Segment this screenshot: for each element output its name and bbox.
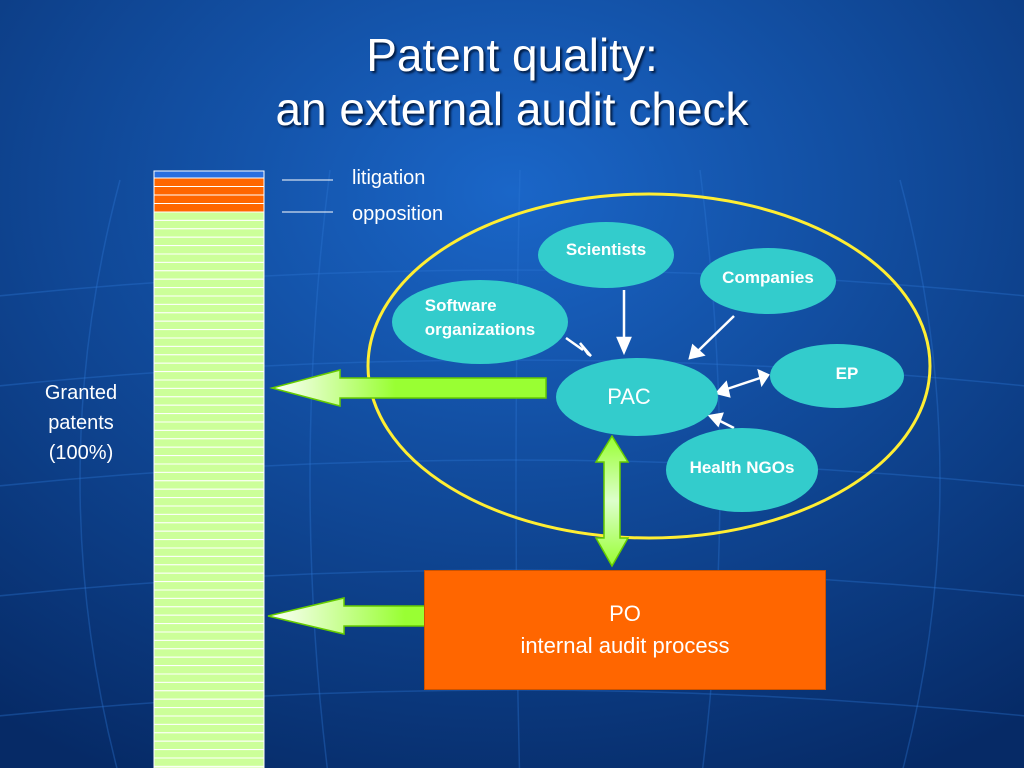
bar-segment-granted [154, 523, 264, 531]
bar-segment-granted [154, 439, 264, 447]
bar-segment-opposition [154, 187, 264, 196]
bar-segment-granted [154, 355, 264, 363]
bar-segment-granted [154, 750, 264, 758]
bar-segment-granted [154, 573, 264, 581]
legend-opposition: opposition [352, 202, 443, 226]
bar-segment-granted [154, 674, 264, 682]
bar-segment-granted [154, 540, 264, 548]
bar-segment-granted [154, 615, 264, 623]
node-companies: Companies [700, 248, 836, 314]
bar-segment-granted [154, 237, 264, 245]
bar-segment-granted [154, 346, 264, 354]
bar-segment-granted [154, 405, 264, 413]
node-ep-label: EP [836, 362, 859, 386]
node-scientists: Scientists [538, 222, 674, 288]
bar-segment-granted [154, 489, 264, 497]
bar-segment-granted [154, 758, 264, 766]
bar-segment-granted [154, 380, 264, 388]
bar-segment-granted [154, 321, 264, 329]
bar-segment-granted [154, 691, 264, 699]
bar-segment-granted [154, 372, 264, 380]
bar-segment-granted [154, 632, 264, 640]
bar-segment-granted [154, 582, 264, 590]
bar-segment-granted [154, 481, 264, 489]
po-label: PO [425, 598, 825, 630]
bar-segment-granted [154, 397, 264, 405]
node-software-organizations: Software organizations [392, 280, 568, 364]
bar-segment-granted [154, 607, 264, 615]
bar-segment-granted [154, 338, 264, 346]
bar-segment-opposition [154, 178, 264, 187]
bar-segment-granted [154, 279, 264, 287]
granted-patents-bar [154, 171, 264, 768]
bar-segment-granted [154, 514, 264, 522]
node-health-ngos: Health NGOs [666, 428, 818, 512]
bar-segment-granted [154, 598, 264, 606]
bar-segment-granted [154, 212, 264, 220]
title-line-2: an external audit check [0, 82, 1024, 136]
bar-segment-granted [154, 624, 264, 632]
granted-label-line-3: (100%) [20, 438, 142, 468]
bar-segment-opposition [154, 204, 264, 213]
node-pac-label: PAC [607, 384, 651, 410]
po-internal-audit-box: PO internal audit process [424, 570, 826, 690]
node-ep: EP [770, 344, 904, 408]
bar-segment-granted [154, 464, 264, 472]
bar-segment-granted [154, 304, 264, 312]
title-line-1: Patent quality: [0, 28, 1024, 82]
bar-segment-granted [154, 330, 264, 338]
bar-segment-granted [154, 271, 264, 279]
bar-segment-granted [154, 430, 264, 438]
bar-segment-granted [154, 556, 264, 564]
bar-segment-granted [154, 708, 264, 716]
bar-segment-granted [154, 363, 264, 371]
bar-segment-granted [154, 229, 264, 237]
bar-segment-granted [154, 565, 264, 573]
bar-segment-granted [154, 724, 264, 732]
bar-segment-granted [154, 220, 264, 228]
bar-segment-granted [154, 288, 264, 296]
node-scientists-label: Scientists [566, 238, 646, 262]
bar-segment-granted [154, 456, 264, 464]
bar-segment-granted [154, 733, 264, 741]
granted-patents-label: Granted patents (100%) [20, 378, 142, 468]
granted-label-line-2: patents [20, 408, 142, 438]
bar-segment-granted [154, 548, 264, 556]
bar-segment-granted [154, 447, 264, 455]
granted-label-line-1: Granted [20, 378, 142, 408]
po-sublabel: internal audit process [425, 630, 825, 662]
bar-segment-granted [154, 716, 264, 724]
bar-segment-granted [154, 254, 264, 262]
node-companies-label: Companies [722, 266, 814, 290]
node-software-line-1: Software [425, 294, 536, 318]
bar-segment-granted [154, 296, 264, 304]
node-health-label: Health NGOs [690, 456, 795, 480]
bar-segment-litigation [154, 171, 264, 178]
bar-segment-granted [154, 498, 264, 506]
bar-segment-granted [154, 590, 264, 598]
bar-segment-granted [154, 531, 264, 539]
bar-segment-granted [154, 741, 264, 749]
bar-segment-granted [154, 422, 264, 430]
bar-segment-granted [154, 472, 264, 480]
bar-segment-granted [154, 313, 264, 321]
legend-litigation: litigation [352, 166, 425, 190]
bar-segment-opposition [154, 195, 264, 204]
bar-segment-granted [154, 666, 264, 674]
bar-segment-granted [154, 649, 264, 657]
bar-segment-granted [154, 657, 264, 665]
bar-segment-granted [154, 246, 264, 254]
bar-segment-granted [154, 414, 264, 422]
bar-segment-granted [154, 506, 264, 514]
node-software-line-2: organizations [425, 318, 536, 342]
bar-segment-granted [154, 262, 264, 270]
bar-segment-granted [154, 388, 264, 396]
bar-segment-granted [154, 640, 264, 648]
bar-segment-granted [154, 699, 264, 707]
node-pac: PAC [556, 358, 718, 436]
bar-segment-granted [154, 682, 264, 690]
slide-title: Patent quality: an external audit check [0, 28, 1024, 136]
